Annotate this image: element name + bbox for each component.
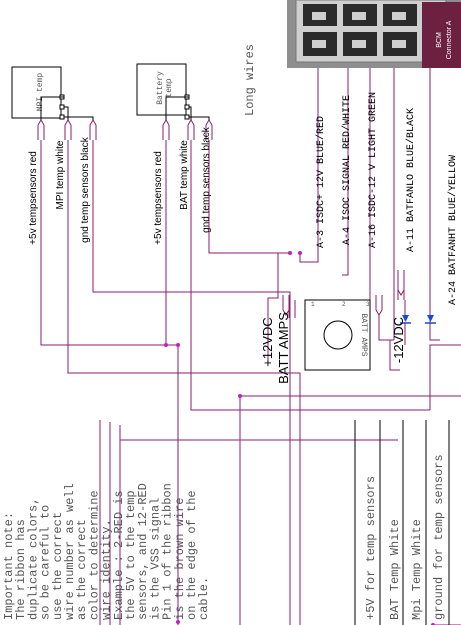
pin-label-a24: A-24 BATFANHT BLUE/YELLOW — [447, 155, 459, 305]
note-line: duplicate colors, — [26, 498, 40, 620]
note-line: the 5V to the temp — [124, 490, 138, 620]
photo-caption-connector: Connector A — [446, 20, 453, 59]
pin-label-a11: A-11 BATFANLO BLUE/BLACK — [405, 108, 417, 252]
mpi-sensor-label: MPI temp — [36, 73, 45, 112]
note-line: wire number as well — [63, 483, 77, 620]
note-line: as the correct — [75, 519, 89, 620]
bus-label: Mpi Temp White — [410, 519, 424, 620]
note-line: sensors, and 12-RED — [136, 483, 150, 620]
note-line: is the brown wire — [173, 498, 187, 620]
battery-sensor-label-1: Battery — [156, 71, 165, 105]
mpi-wire-label-red: +5v tempsensors red — [28, 151, 39, 245]
batt-amps-pin-1: 1 — [311, 301, 315, 308]
note-line: color to determine — [87, 490, 101, 620]
photo-caption-bcm: BCM — [436, 32, 443, 48]
diode-icons — [400, 300, 436, 345]
note-line: The ribbon has — [14, 519, 28, 620]
bus-label: +5V for temp sensors — [364, 476, 378, 620]
pin-label-a16: A-16 ISDC-12 V LIGHT GREEN — [368, 92, 379, 248]
bus-label: ground for temp sensors — [432, 454, 446, 620]
mpi-wire-label-white: MPI temp white — [55, 140, 66, 209]
battery-temp-sensor: Battery temp — [136, 63, 190, 120]
batt-amps-component-label: BATT AMPS — [359, 313, 368, 356]
pin-label-a4: A-4 ISOC SIGNAL RED/WHITE — [341, 95, 353, 245]
batt-amps-pin-2: 2 — [342, 301, 346, 308]
batt-amps-component: BATT AMPS 1 2 3 — [282, 295, 394, 371]
connector-photo: BCM Connector A — [287, 0, 461, 68]
fan-connectors — [397, 270, 405, 300]
junction-dots — [164, 251, 435, 625]
mpi-temp-sensor: MPI temp — [11, 66, 65, 120]
battery-sensor-label-2: temp — [165, 78, 174, 97]
bus-label: BAT Temp White — [388, 519, 402, 620]
note-line: on the edge of the — [185, 490, 199, 620]
note-line: Example : 2-RED is — [112, 490, 126, 620]
bat-wire-label-white: BAT temp white — [179, 140, 190, 210]
note-line: Pin 1 of the ribbon — [161, 483, 175, 620]
note-line: is the VSS signal — [148, 498, 162, 620]
mpi-pin-connectors — [37, 96, 97, 140]
bat-wire-label-black: gnd temp sensors black — [201, 126, 212, 233]
pin-label-a3: A-3 ISDC+ 12V BLUE/RED — [315, 116, 327, 248]
bus-labels: +5V for temp sensors BAT Temp White Mpi Te… — [354, 420, 450, 625]
batt-amps-title: BATT AMPS — [276, 312, 291, 384]
mpi-wire-label-black: gnd temp sensors black — [80, 136, 91, 243]
note-line: use the correct — [51, 512, 65, 620]
note-line: cable. — [197, 577, 211, 620]
note-line: wire identity. — [100, 519, 114, 620]
batt-amps-pin-3: 3 — [366, 301, 370, 308]
bat-wire-label-red: +5v tempsensors red — [153, 151, 164, 245]
minus-12vdc-label: -12VDC — [391, 317, 406, 363]
plus-12vdc-label: +12VDC — [260, 317, 275, 367]
note-line: so be careful to — [39, 505, 53, 620]
long-wires-label: Long wires — [243, 44, 257, 116]
bat-pin-connectors — [162, 96, 213, 140]
note-line: Important note: — [2, 512, 16, 620]
